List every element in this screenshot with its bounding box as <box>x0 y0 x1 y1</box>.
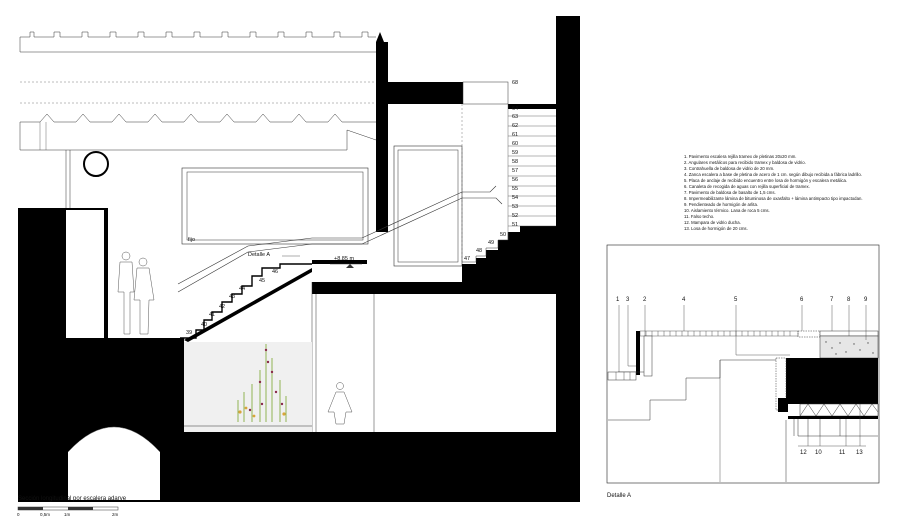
legend-item: 10. Aislamiento térmico. Lana de roca 5 … <box>684 208 770 213</box>
detail-number: 2 <box>643 297 647 303</box>
legend-item: 3. Contrahuella de baldosa de vidrio de … <box>684 166 775 171</box>
step-number: 55 <box>512 186 518 192</box>
detail-number: 3 <box>626 297 630 303</box>
scale-label: 2m <box>112 512 119 517</box>
legend-item: 7. Pavimento de baldosa de basalto de 1,… <box>684 190 776 195</box>
arch-opening <box>68 427 160 500</box>
step-number: 48 <box>476 248 482 254</box>
step-number: 60 <box>512 141 518 147</box>
scale-label: 0 <box>17 512 20 517</box>
step-number: 67 <box>512 87 518 93</box>
step-number: 45 <box>259 278 265 284</box>
detail-number: 9 <box>864 297 868 303</box>
step-number: 44 <box>239 286 245 292</box>
legend-item: 5. Placa de anclaje de recibido encuentr… <box>684 178 848 183</box>
arlita-slope <box>819 335 879 359</box>
step-number: 57 <box>512 168 518 174</box>
detail-pavement <box>639 330 799 337</box>
scale-label: 1m <box>64 512 71 517</box>
level-label: +8,85 m <box>334 256 354 262</box>
patio-space <box>184 342 312 432</box>
step-number: 49 <box>488 240 494 246</box>
legend-item: 9. Pendienteado de hormigón de arlita. <box>684 202 759 207</box>
detail-callout-label: Detalle A <box>248 252 270 258</box>
detail-bottom-numbers: 12 10 11 13 <box>800 450 863 456</box>
legend-item: 2. Angulares metálicos para recibido tra… <box>684 160 806 165</box>
legend-item: 8. Impermeabilizante lámina de bituminos… <box>684 196 863 201</box>
step-number: 51 <box>512 222 518 228</box>
detail-number: 13 <box>856 450 863 456</box>
legend-item: 1. Pavimento escalera rejilla tramex de … <box>684 154 797 159</box>
round-window <box>83 151 109 177</box>
step-number: 39 <box>186 330 192 336</box>
legend-item: 13. Losa de hormigón de 20 cms. <box>684 226 748 231</box>
step-number: 54 <box>512 195 518 201</box>
leader-lines <box>618 305 867 447</box>
step-number: 50 <box>500 232 506 238</box>
section-caption: Sección longitudinal por escalera adarve <box>18 496 127 502</box>
lower-stair-numbers: 39 40 41 42 43 44 45 46 <box>186 269 278 336</box>
step-number: 42 <box>219 304 225 310</box>
step-number: 46 <box>272 269 278 275</box>
step-number: 63 <box>512 114 518 120</box>
detail-number: 11 <box>839 450 846 456</box>
section-drawing: fijo Detalle A +8,85 m 39 40 41 42 43 44… <box>17 16 580 517</box>
step-number: 64 <box>512 106 518 112</box>
legend-list: 1. Pavimento escalera rejilla tramex de … <box>684 154 899 232</box>
detail-number: 6 <box>800 297 804 303</box>
fijo-label: fijo <box>188 237 195 243</box>
concrete-slab <box>786 358 878 404</box>
insulation <box>799 403 879 417</box>
step-number: 40 <box>201 322 207 328</box>
detail-number: 10 <box>815 450 822 456</box>
detail-number: 5 <box>734 297 738 303</box>
step-number: 52 <box>512 213 518 219</box>
step-number: 66 <box>512 93 518 99</box>
floor-slab <box>312 282 556 294</box>
detail-title: Detalle A <box>607 493 631 499</box>
detail-number: 8 <box>847 297 851 303</box>
lower-stair <box>180 263 312 339</box>
legend-item: 12. Mampara de vidrio ducha. <box>684 220 741 225</box>
battlement-outline-upper <box>19 31 376 52</box>
stair-flight-lines <box>507 104 556 240</box>
detail-top-numbers: 1 3 2 4 5 6 7 8 9 <box>616 297 868 303</box>
scale-label: 0,5m <box>40 512 50 517</box>
detail-number: 12 <box>800 450 807 456</box>
step-number: 53 <box>512 204 518 210</box>
step-number: 43 <box>229 294 235 300</box>
upper-stair-numbers: 47 48 49 50 <box>464 232 506 262</box>
step-number: 62 <box>512 123 518 129</box>
right-wall <box>556 16 580 502</box>
step-number: 41 <box>209 312 215 318</box>
scale-bar: 0 0,5m 1m 2m <box>17 506 119 517</box>
fixed-glazing <box>181 167 369 245</box>
detail-number: 7 <box>830 297 834 303</box>
human-figures <box>117 251 353 425</box>
step-number: 56 <box>512 177 518 183</box>
battlement-outline-lower <box>20 113 376 123</box>
handrail <box>177 197 503 293</box>
step-number: 59 <box>512 150 518 156</box>
step-number: 68 <box>512 80 518 86</box>
step-number: 47 <box>464 256 470 262</box>
legend-item: 11. Falso techo. <box>684 214 715 219</box>
step-number: 65 <box>512 99 518 105</box>
upper-stair <box>462 226 556 282</box>
step-number: 61 <box>512 132 518 138</box>
detail-a-drawing: 1 3 2 4 5 6 7 8 9 12 10 11 13 Detalle A <box>606 244 880 499</box>
step-number: 58 <box>512 159 518 165</box>
legend-item: 4. Zanca escalera a base de pletina de a… <box>684 172 862 177</box>
legend-item: 6. Canaleta de recogida de aguas con rej… <box>684 184 810 189</box>
detail-number: 1 <box>616 297 620 303</box>
plants <box>237 344 287 422</box>
stair-flight-numbers: 51 52 53 54 55 56 57 58 59 60 61 62 63 6… <box>512 80 518 228</box>
detail-number: 4 <box>682 297 686 303</box>
detail-frame <box>606 244 880 484</box>
